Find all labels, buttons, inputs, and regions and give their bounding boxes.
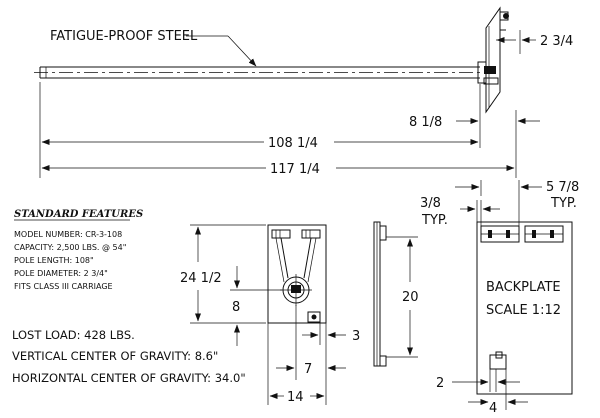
dim-3: 3 <box>352 329 360 344</box>
dim-bottom-hook-offset: 3 <box>302 318 360 345</box>
scale-label: SCALE 1:12 <box>486 303 561 318</box>
features-capacity: CAPACITY: 2,500 LBS. @ 54" <box>14 243 126 252</box>
dim-14: 14 <box>287 390 304 405</box>
dim-typ-1: TYP. <box>421 213 448 228</box>
dim-2-3-4-top: 2 3/4 <box>540 34 573 49</box>
load-specs: LOST LOAD: 428 LBS. VERTICAL CENTER OF G… <box>12 328 246 385</box>
dim-half-width: 7 <box>276 305 346 380</box>
dim-108-1-4: 108 1/4 <box>268 136 318 151</box>
dim-4: 4 <box>489 401 497 416</box>
dim-8-1-8: 8 1/8 <box>409 115 442 130</box>
features-pole-length: POLE LENGTH: 108" <box>14 256 94 265</box>
dim-8: 8 <box>232 300 240 315</box>
standard-features: STANDARD FEATURES MODEL NUMBER: CR-3-108… <box>14 209 143 291</box>
dim-backplate-depth: 8 1/8 <box>409 84 540 132</box>
dim-5-7-8: 5 7/8 <box>546 180 579 195</box>
features-fits: FITS CLASS III CARRIAGE <box>14 282 113 291</box>
dim-2: 2 <box>436 376 444 391</box>
dim-front-width: 14 <box>267 323 327 405</box>
dim-7: 7 <box>304 362 312 377</box>
dim-pole-diameter: 2 3/4 <box>496 30 573 54</box>
dim-20: 20 <box>402 290 419 305</box>
dim-24-1-2: 24 1/2 <box>180 271 222 286</box>
pole-side-view <box>34 6 509 114</box>
dim-hook-width: 4 <box>468 369 528 416</box>
vertical-cog: VERTICAL CENTER OF GRAVITY: 8.6" <box>12 349 218 363</box>
dim-overall-length: 117 1/4 <box>41 132 517 178</box>
dim-hook-offset: 2 <box>436 369 520 392</box>
dim-pole-center-height: 8 <box>230 266 282 346</box>
backplate-front-view: BACKPLATE SCALE 1:12 <box>476 221 573 395</box>
dim-3-8: 3/8 <box>420 196 441 211</box>
front-view <box>267 224 327 324</box>
material-label: FATIGUE-PROOF STEEL <box>50 29 198 44</box>
dim-117-1-4: 117 1/4 <box>270 162 320 177</box>
dim-pole-length: 108 1/4 <box>39 82 481 178</box>
horizontal-cog: HORIZONTAL CENTER OF GRAVITY: 34.0" <box>12 371 246 385</box>
lost-load: LOST LOAD: 428 LBS. <box>12 328 135 342</box>
material-callout: FATIGUE-PROOF STEEL <box>50 29 257 67</box>
features-title: STANDARD FEATURES <box>14 209 143 220</box>
dim-front-height: 24 1/2 <box>180 224 266 324</box>
dim-backplate-height: 20 <box>386 236 419 358</box>
dim-slot-width: 5 7/8 TYP. <box>455 180 579 226</box>
features-model: MODEL NUMBER: CR-3-108 <box>14 230 122 239</box>
dim-slot-margin: 3/8 TYP. <box>420 196 500 228</box>
backplate-side-view <box>373 221 387 367</box>
dim-typ-2: TYP. <box>550 196 577 211</box>
backplate-label: BACKPLATE <box>486 280 561 295</box>
features-pole-diameter: POLE DIAMETER: 2 3/4" <box>14 269 108 278</box>
